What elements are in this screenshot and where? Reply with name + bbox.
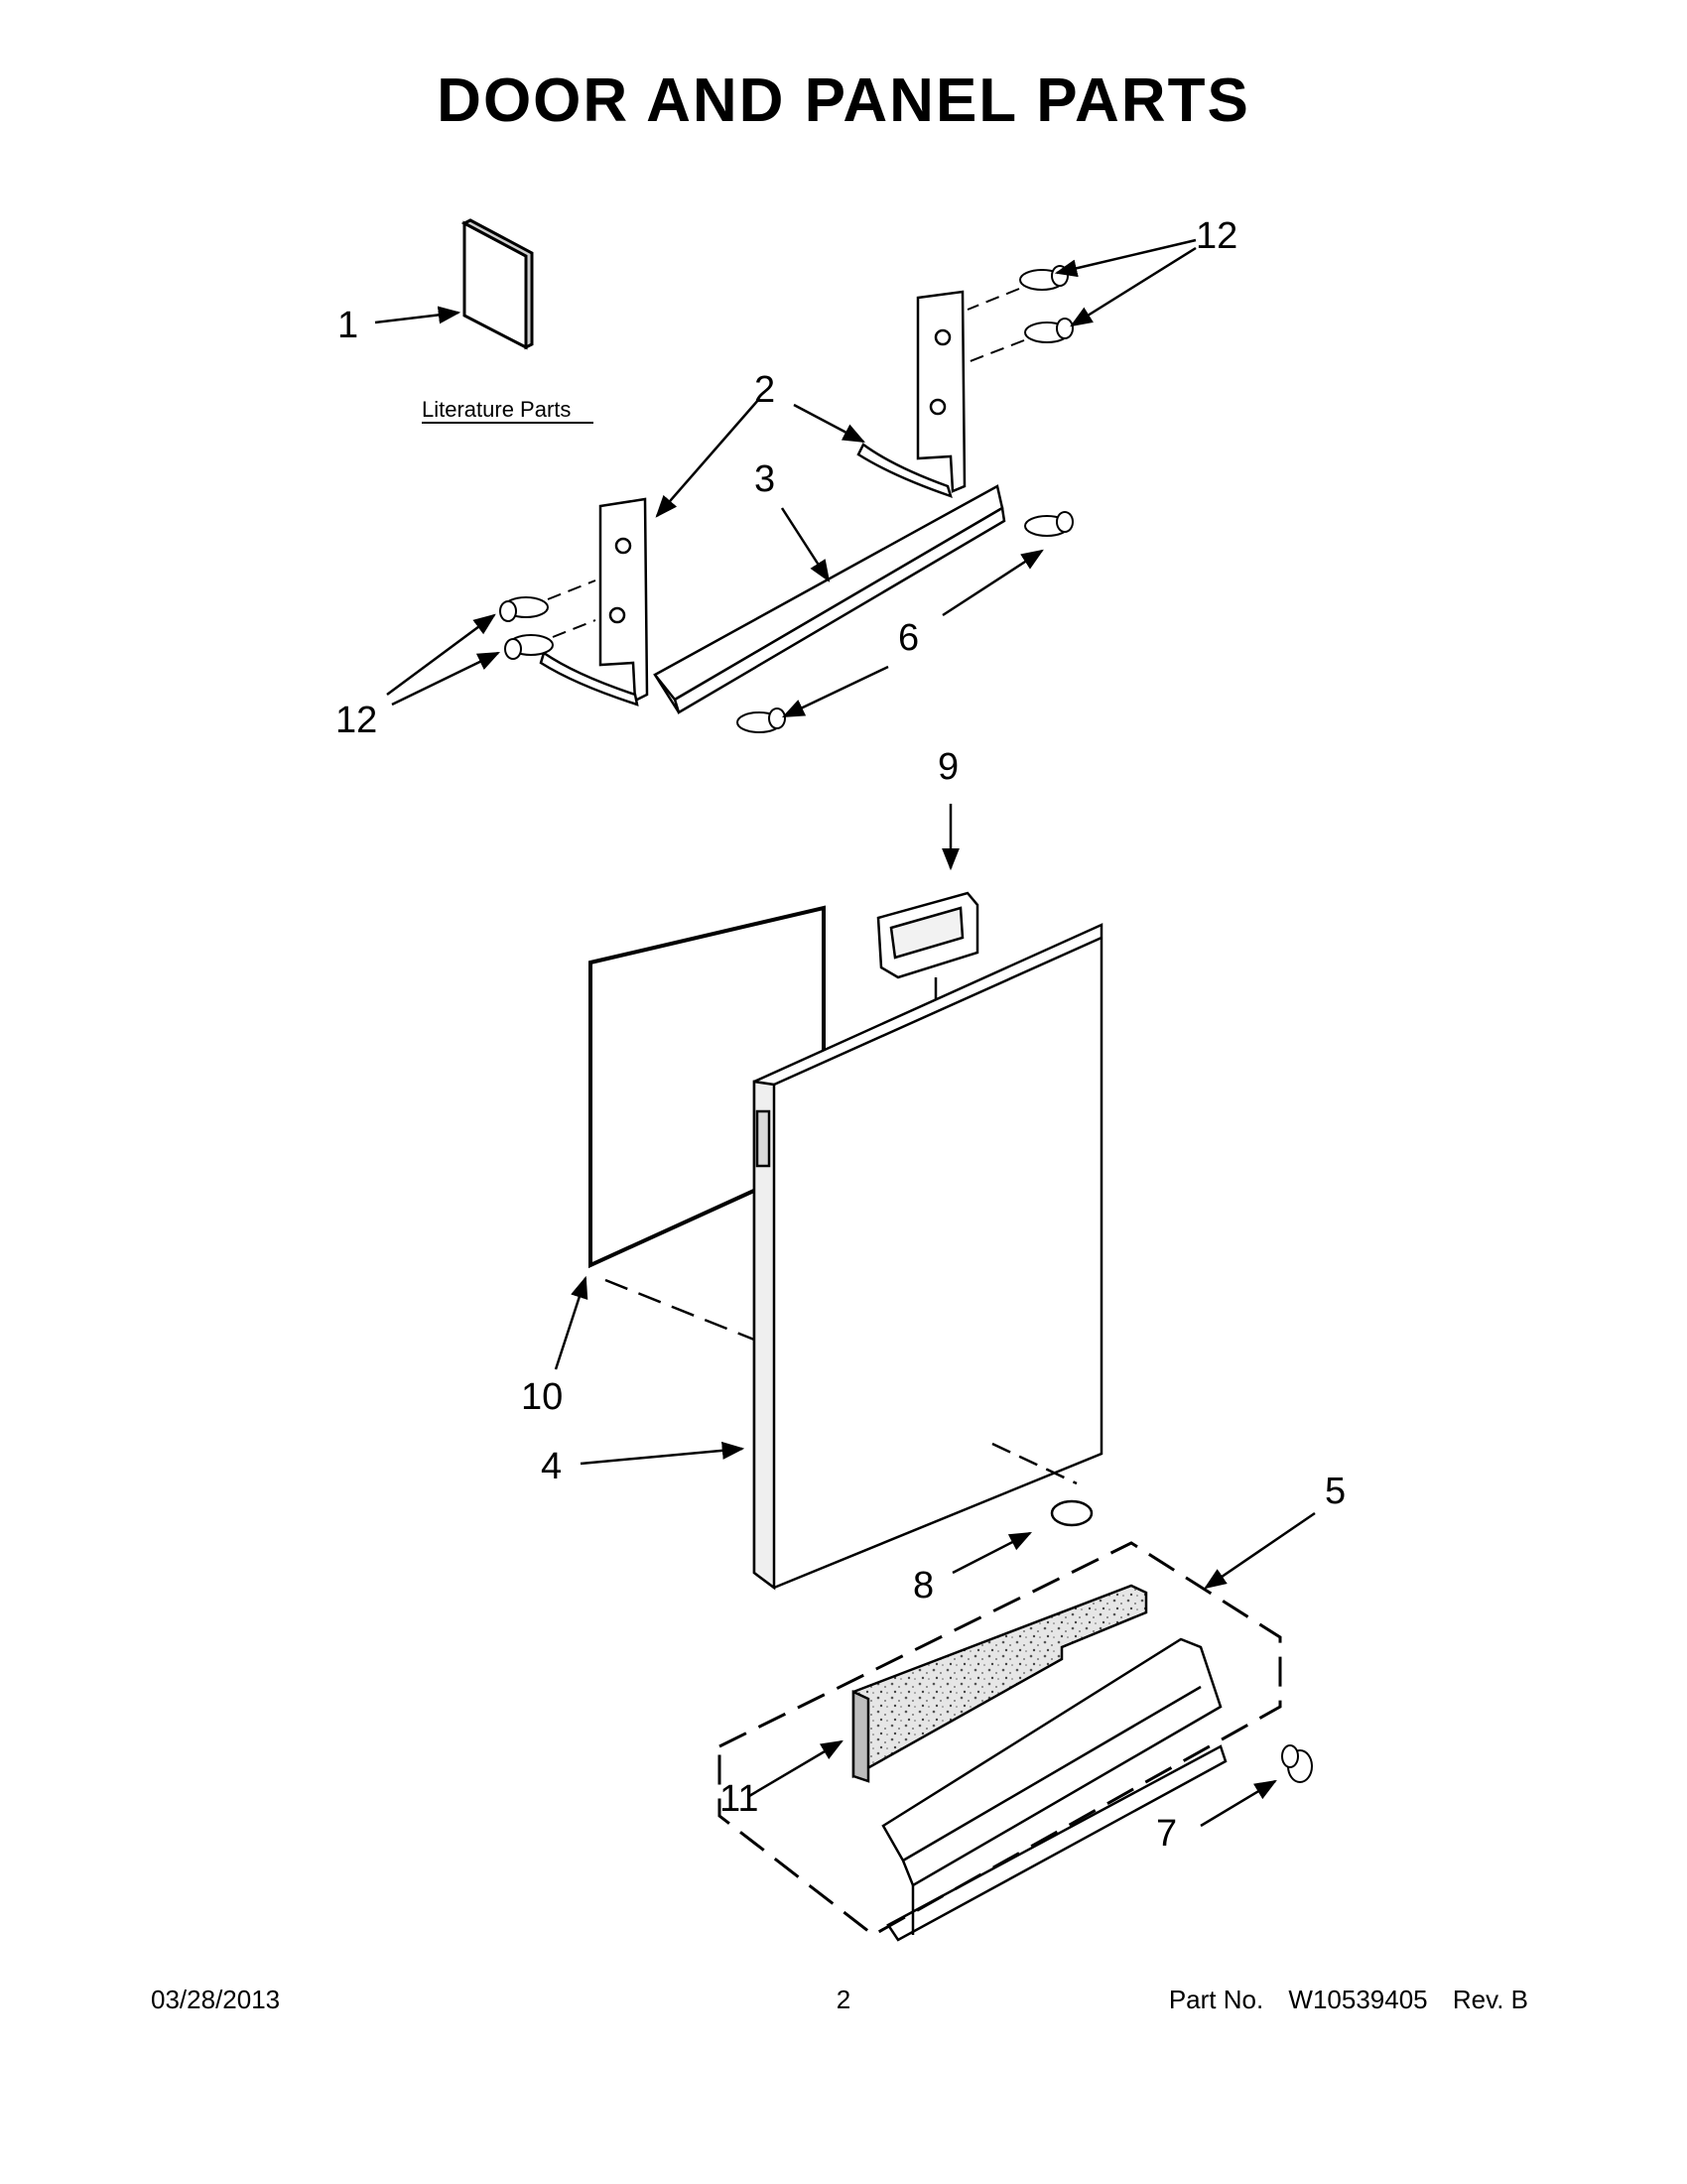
toe-panel-screw <box>1281 1744 1313 1783</box>
callout-1: 1 <box>337 305 358 346</box>
toe-panel <box>881 1637 1228 1942</box>
bolt-left-lower <box>504 634 554 660</box>
callout-8: 8 <box>913 1565 934 1606</box>
bolt-right-lower <box>1024 318 1074 343</box>
hinge-bracket-right <box>856 290 967 498</box>
footer-page-number: 2 <box>836 1985 851 2014</box>
page-title: DOOR AND PANEL PARTS <box>437 66 1250 135</box>
callout-9: 9 <box>938 746 959 788</box>
bolt-right-upper <box>1019 265 1069 291</box>
footer-part-number: W10539405 <box>1288 1985 1428 2014</box>
callout-11: 11 <box>719 1778 758 1820</box>
callout-12-top: 12 <box>1196 215 1237 257</box>
literature-booklet <box>460 218 534 350</box>
door-handle <box>876 891 979 979</box>
callout-4: 4 <box>541 1446 562 1487</box>
callout-10: 10 <box>521 1376 563 1418</box>
screw-rail-right <box>1024 511 1074 537</box>
hinge-bracket-left <box>539 497 649 707</box>
callout-6: 6 <box>898 617 919 659</box>
callout-2: 2 <box>754 369 775 411</box>
literature-parts-label: Literature Parts <box>422 397 571 422</box>
callout-3: 3 <box>754 458 775 500</box>
footer-date: 03/28/2013 <box>151 1985 281 2014</box>
toe-insulation <box>851 1584 1148 1783</box>
screw-rail-left <box>736 707 786 733</box>
bolt-left-upper <box>499 596 549 622</box>
footer-revision: Rev. B <box>1452 1985 1528 2014</box>
footer-part-info: Part No. W10539405 Rev. B <box>1169 1985 1528 2015</box>
toe-panel-dashed-box <box>717 1541 1282 1937</box>
foot-pad <box>1050 1499 1094 1527</box>
callout-7: 7 <box>1156 1813 1177 1855</box>
top-rail <box>653 484 1006 714</box>
footer-part-label: Part No. <box>1168 1985 1264 2014</box>
outer-door-panel <box>752 923 1103 1591</box>
callout-5: 5 <box>1325 1471 1346 1512</box>
callout-12-bottom: 12 <box>335 700 377 741</box>
